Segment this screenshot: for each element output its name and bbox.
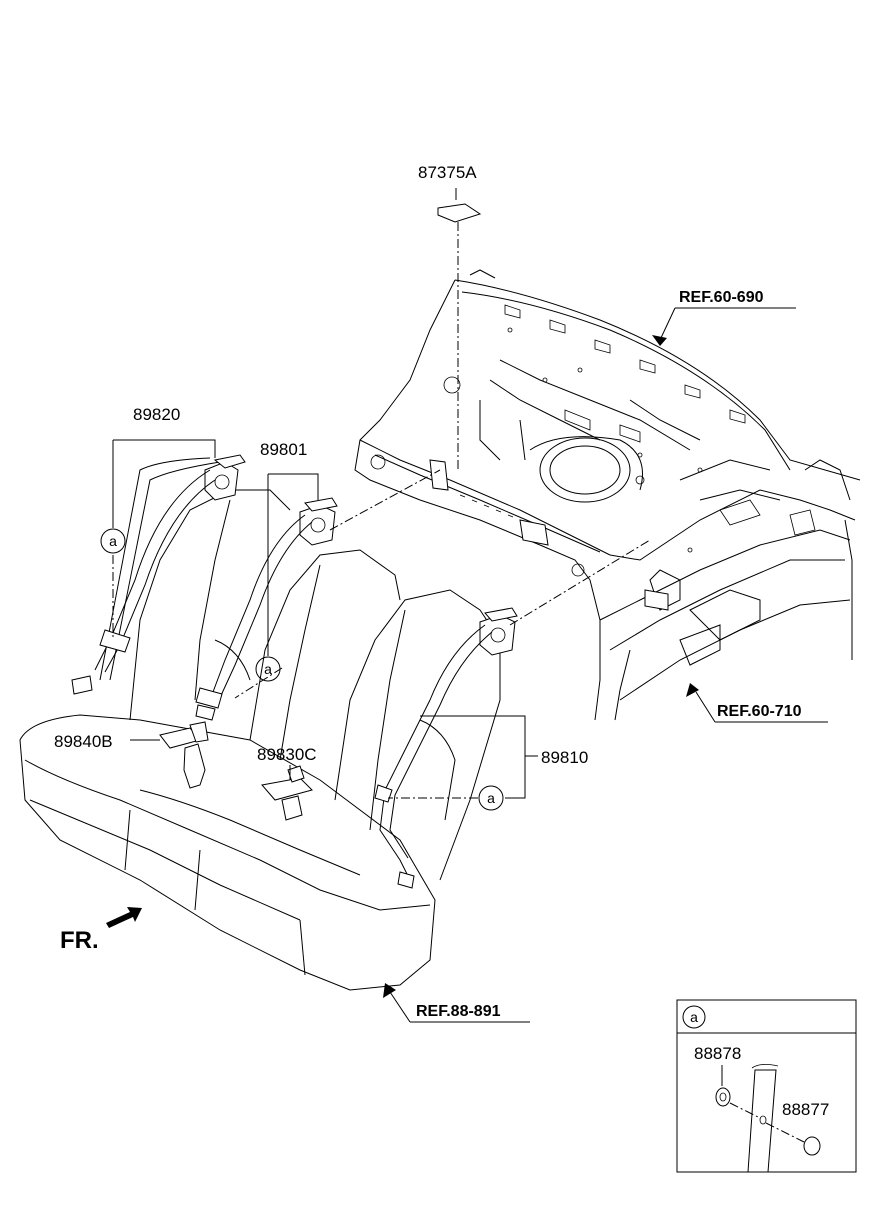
ref-arrows [383, 335, 699, 998]
buckle-89840b [159, 721, 209, 789]
circle-marker-1: a [100, 528, 126, 554]
ref-60-690[interactable]: REF.60-690 [679, 289, 764, 306]
label-89801: 89801 [260, 440, 307, 459]
label-87375a: 87375A [418, 163, 477, 182]
label-89830c: 89830C [257, 745, 317, 764]
label-89810: 89810 [541, 748, 588, 767]
rear-panel-structure [354, 269, 861, 721]
svg-text:a: a [109, 533, 117, 549]
circle-marker-2: a [255, 656, 281, 682]
leader-lines [112, 188, 828, 1023]
front-arrow-icon [106, 907, 142, 928]
front-label: FR. [60, 927, 99, 954]
svg-text:a: a [487, 790, 495, 806]
label-88877: 88877 [782, 1100, 829, 1119]
ref-60-710[interactable]: REF.60-710 [717, 703, 802, 720]
buckle-89830c [261, 765, 313, 821]
seat-belt-89801 [195, 497, 338, 721]
seat-belt-89820 [71, 454, 246, 695]
detail-box-marker: a [690, 1009, 698, 1025]
label-88878: 88878 [694, 1044, 741, 1063]
circle-marker-3: a [478, 785, 504, 811]
ref-88-891[interactable]: REF.88-891 [416, 1003, 501, 1020]
label-89820: 89820 [133, 405, 180, 424]
label-89840b: 89840B [54, 732, 113, 751]
seat-belt-89810 [374, 607, 518, 889]
svg-text:a: a [264, 661, 272, 677]
detail-box-a: a 88878 88877 [676, 999, 857, 1173]
rear-seat [19, 457, 501, 991]
